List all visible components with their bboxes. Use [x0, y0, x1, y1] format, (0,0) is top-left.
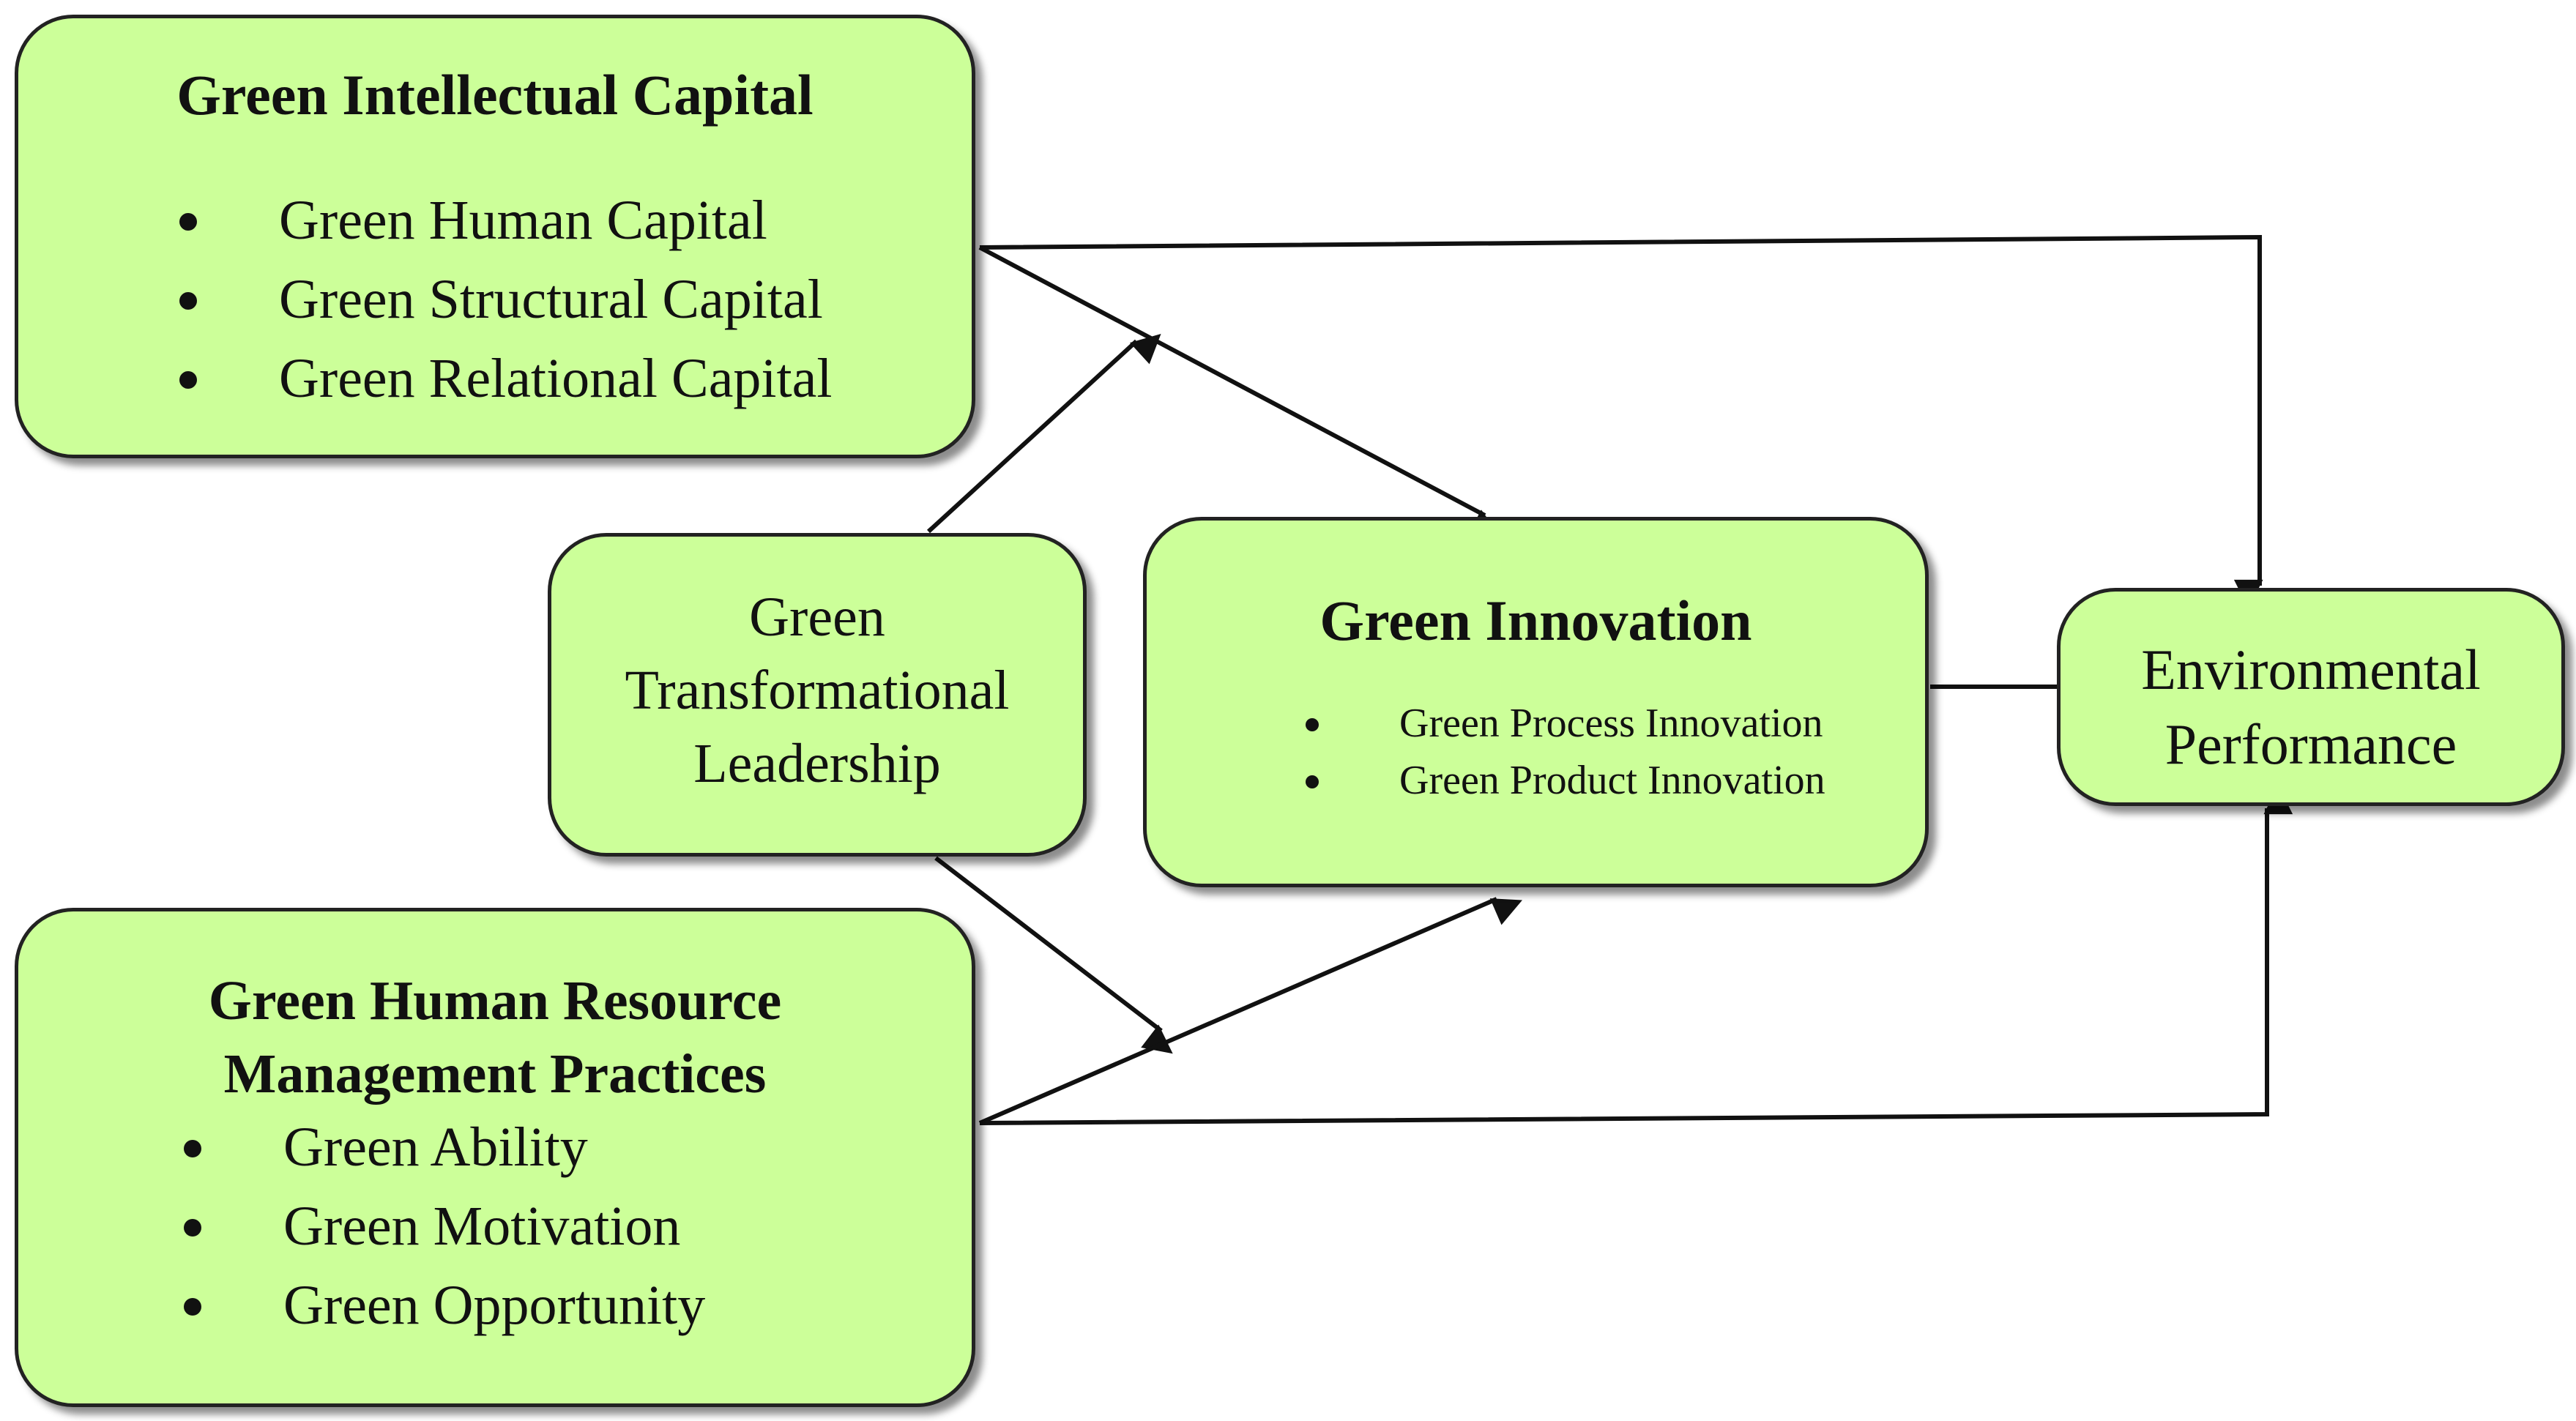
bullet-icon	[184, 1219, 201, 1237]
green-innovation-box: Green Innovation Green Process Innovatio…	[1143, 517, 1929, 887]
green-transformational-leadership-label: Green Transformational Leadership	[625, 586, 1010, 794]
bullet-icon	[179, 371, 197, 389]
bullet-icon	[1306, 775, 1319, 788]
green-innovation-list: Green Process Innovation Green Product I…	[1306, 695, 1825, 809]
green-hrm-practices-title: Green Human Resource Management Practice…	[208, 970, 782, 1105]
green-transformational-leadership-box: Green Transformational Leadership	[548, 533, 1087, 857]
bullet-icon	[184, 1298, 201, 1316]
list-item: Green Relational Capital	[179, 339, 833, 418]
arrow-gic-to-ep	[979, 234, 2263, 609]
arrow-gtl-moderates-ghrm-gi	[934, 856, 1173, 1054]
green-intellectual-capital-list: Green Human Capital Green Structural Cap…	[179, 181, 833, 418]
arrow-gtl-moderates-gic-gi	[926, 334, 1161, 534]
arrow-ghrm-to-ep	[979, 785, 2293, 1125]
green-hrm-practices-list: Green Ability Green Motivation Green Opp…	[184, 1108, 705, 1345]
environmental-performance-label: Environmental Performance	[2141, 638, 2481, 776]
green-innovation-title: Green Innovation	[1319, 589, 1752, 652]
list-item: Green Human Capital	[179, 181, 833, 260]
list-item: Green Motivation	[184, 1187, 705, 1266]
list-item: Green Product Innovation	[1306, 752, 1825, 809]
green-intellectual-capital-title: Green Intellectual Capital	[176, 63, 814, 127]
bullet-icon	[184, 1140, 201, 1157]
list-item: Green Process Innovation	[1306, 695, 1825, 752]
arrow-gic-to-gi	[978, 245, 1500, 537]
green-hrm-practices-box: Green Human Resource Management Practice…	[15, 908, 975, 1407]
bullet-icon	[179, 213, 197, 231]
list-item: Green Ability	[184, 1108, 705, 1187]
list-item: Green Structural Capital	[179, 260, 833, 339]
bullet-icon	[1306, 718, 1319, 731]
green-intellectual-capital-box: Green Intellectual Capital Green Human C…	[15, 15, 975, 458]
list-item: Green Opportunity	[184, 1266, 705, 1345]
bullet-icon	[179, 292, 197, 310]
arrow-ghrm-to-gi	[978, 897, 1522, 1125]
environmental-performance-box: Environmental Performance	[2057, 588, 2565, 806]
